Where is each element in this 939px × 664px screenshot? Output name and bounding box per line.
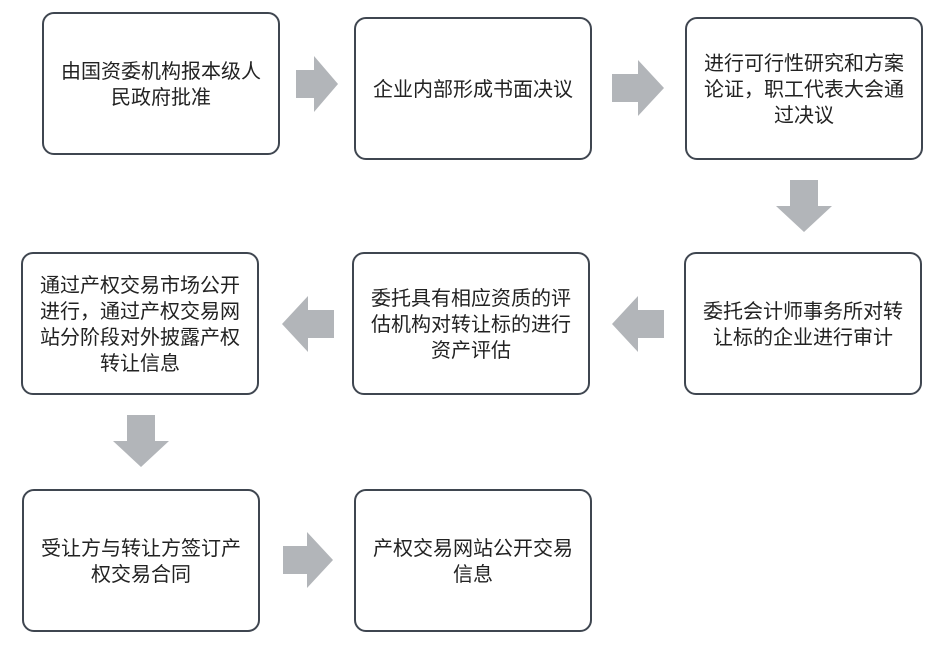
step-8-text: 产权交易网站公开交易信息 (373, 535, 573, 586)
step-3-box: 进行可行性研究和方案论证，职工代表大会通过决议 (685, 17, 923, 160)
step-2-box: 企业内部形成书面决议 (354, 17, 592, 160)
arrow-down-icon (113, 415, 169, 467)
step-6-box: 通过产权交易市场公开进行，通过产权交易网站分阶段对外披露产权转让信息 (21, 252, 259, 395)
step-3-text: 进行可行性研究和方案论证，职工代表大会通过决议 (704, 50, 904, 127)
arrow-left-icon (282, 296, 334, 352)
step-7-text: 受让方与转让方签订产权交易合同 (41, 535, 241, 586)
arrow-left-icon (612, 296, 664, 352)
arrow-right-icon (612, 60, 664, 116)
step-8-box: 产权交易网站公开交易信息 (354, 489, 592, 632)
step-5-box: 委托具有相应资质的评估机构对转让标的进行资产评估 (352, 252, 590, 395)
arrow-right-icon (283, 532, 333, 588)
step-4-box: 委托会计师事务所对转让标的企业进行审计 (684, 252, 922, 395)
step-1-text: 由国资委机构报本级人民政府批准 (61, 58, 261, 109)
step-5-text: 委托具有相应资质的评估机构对转让标的进行资产评估 (371, 285, 571, 362)
arrow-down-icon (776, 180, 832, 232)
step-7-box: 受让方与转让方签订产权交易合同 (22, 489, 260, 632)
step-4-text: 委托会计师事务所对转让标的企业进行审计 (703, 298, 903, 349)
step-6-text: 通过产权交易市场公开进行，通过产权交易网站分阶段对外披露产权转让信息 (40, 272, 240, 375)
step-1-box: 由国资委机构报本级人民政府批准 (42, 12, 280, 155)
step-2-text: 企业内部形成书面决议 (373, 76, 573, 101)
arrow-right-icon (296, 56, 338, 112)
